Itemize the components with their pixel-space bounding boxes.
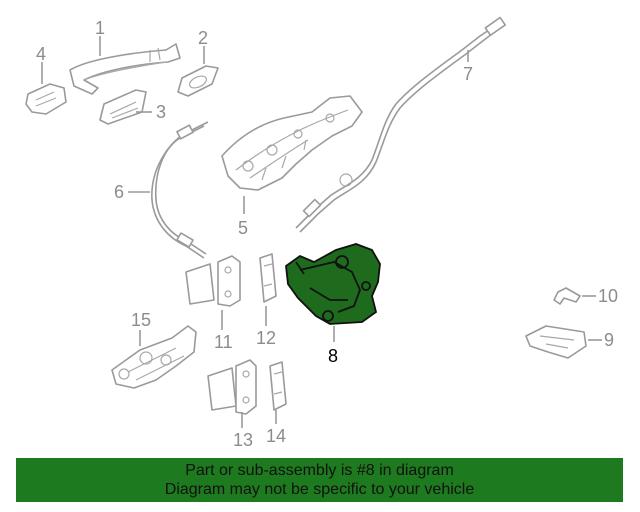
part-4-end-cap xyxy=(25,83,67,115)
banner-line-2: Diagram may not be specific to your vehi… xyxy=(164,481,475,498)
part-7-cable xyxy=(295,16,507,233)
callout-15: 15 xyxy=(131,310,151,330)
callout-13: 13 xyxy=(233,430,253,450)
info-banner: Part or sub-assembly is #8 in diagram Di… xyxy=(16,458,623,502)
callout-5: 5 xyxy=(238,218,248,238)
part-3-gasket xyxy=(99,89,147,125)
callout-2: 2 xyxy=(198,28,208,48)
part-15-door-check xyxy=(111,325,197,389)
callout-6: 6 xyxy=(114,182,124,202)
part-14-lower-shim xyxy=(269,361,287,411)
part-13-lower-hinge xyxy=(207,359,257,415)
callout-3: 3 xyxy=(156,102,166,122)
part-5-handle-bracket xyxy=(221,95,363,191)
part-12-upper-shim xyxy=(259,253,277,303)
banner-line-1: Part or sub-assembly is #8 in diagram xyxy=(185,462,454,479)
leader-lines xyxy=(41,36,602,428)
callout-4: 4 xyxy=(36,44,46,64)
callout-9: 9 xyxy=(604,330,614,350)
callout-14: 14 xyxy=(266,426,286,446)
callout-8: 8 xyxy=(328,346,338,366)
callout-10: 10 xyxy=(598,286,618,306)
part-8-door-latch xyxy=(285,243,381,325)
parts-diagram: 1 2 3 4 5 6 7 8 9 10 11 12 13 14 15 xyxy=(25,16,618,450)
part-10-screw xyxy=(553,287,581,305)
part-1-outside-handle xyxy=(69,43,181,95)
part-11-upper-hinge xyxy=(185,255,241,307)
part-9-striker xyxy=(525,325,587,359)
callout-12: 12 xyxy=(256,328,276,348)
part-2-escutcheon xyxy=(177,65,219,97)
callout-7: 7 xyxy=(463,64,473,84)
callout-11: 11 xyxy=(214,332,233,352)
part-6-cable xyxy=(151,121,209,259)
callout-1: 1 xyxy=(95,18,105,38)
